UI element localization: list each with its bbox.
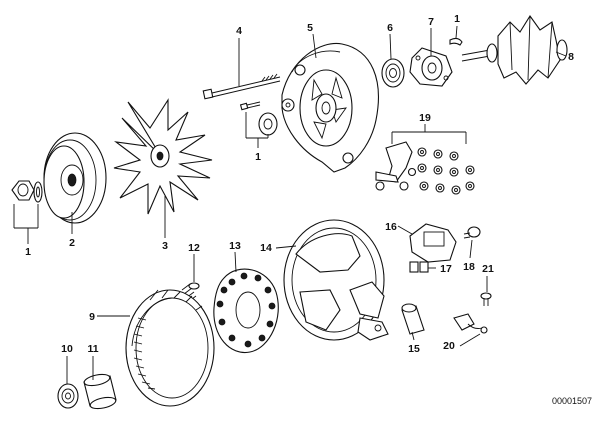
pulley xyxy=(43,132,107,224)
callout-11: 11 xyxy=(87,343,98,355)
rectifier xyxy=(213,268,279,354)
callout-3: 3 xyxy=(162,240,168,252)
slip-ring-end-housing xyxy=(283,219,389,341)
callout-18: 18 xyxy=(463,261,475,273)
callout-1-left: 1 xyxy=(25,246,31,258)
callout-20: 20 xyxy=(443,340,455,352)
sleeve xyxy=(401,303,425,335)
callout-1-top-right: 1 xyxy=(454,13,460,25)
spring xyxy=(181,282,200,303)
drive-end-housing xyxy=(281,42,379,173)
callout-4: 4 xyxy=(236,25,242,37)
small-screw-and-washer xyxy=(239,101,278,136)
small-parts-kit xyxy=(375,131,475,195)
callout-12: 12 xyxy=(188,242,200,254)
regulator xyxy=(409,223,457,273)
callout-6: 6 xyxy=(387,22,393,34)
callout-17: 17 xyxy=(440,263,452,275)
suppression-capacitor xyxy=(453,313,488,334)
callout-labels: 1 2 3 4 5 6 7 1 8 19 1 16 17 18 21 12 13… xyxy=(25,13,574,355)
fan xyxy=(113,98,213,215)
callout-9: 9 xyxy=(89,311,95,323)
nut-and-washer xyxy=(11,180,43,203)
slip-ring-bearing xyxy=(57,383,79,409)
callout-13: 13 xyxy=(229,240,241,252)
stator xyxy=(125,289,215,407)
callout-5: 5 xyxy=(307,22,313,34)
woodruff-key xyxy=(449,37,463,46)
regulator-screw xyxy=(463,226,481,239)
leader-lines xyxy=(13,25,567,384)
callout-21: 21 xyxy=(482,263,494,275)
bushing xyxy=(83,373,117,410)
rotor xyxy=(461,15,568,85)
bearing xyxy=(381,58,405,88)
callout-2: 2 xyxy=(69,237,75,249)
callout-1-middle: 1 xyxy=(255,151,261,163)
callout-10: 10 xyxy=(61,343,73,355)
callout-7: 7 xyxy=(428,16,434,28)
reference-number: 00001507 xyxy=(552,396,592,406)
callout-8: 8 xyxy=(568,51,574,63)
bearing-cover-plate xyxy=(409,47,453,87)
callout-15: 15 xyxy=(408,343,420,355)
callout-19: 19 xyxy=(419,112,431,124)
callout-14: 14 xyxy=(260,242,272,254)
terminal-screw xyxy=(480,292,492,306)
callout-16: 16 xyxy=(385,221,397,233)
long-bolt xyxy=(202,73,281,100)
